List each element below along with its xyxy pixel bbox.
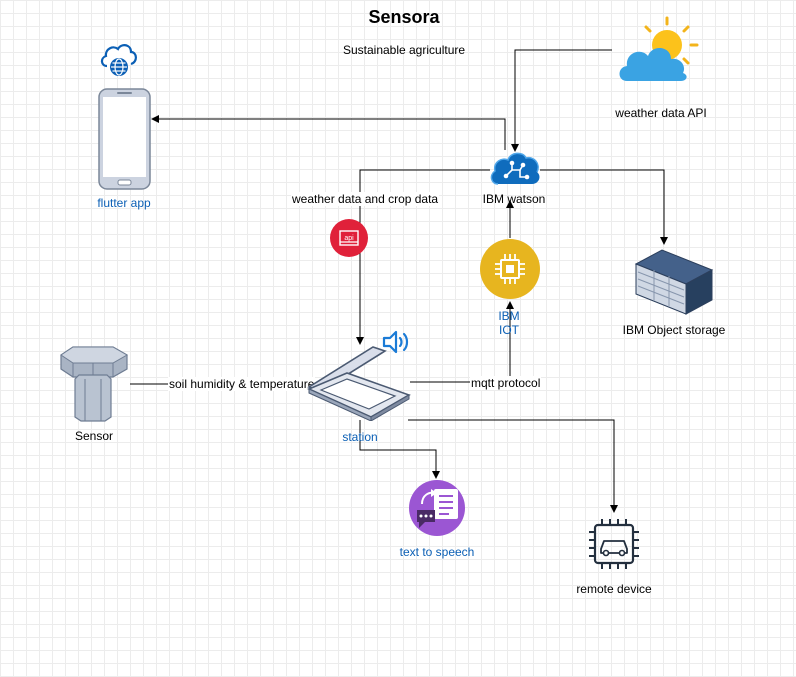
phone-icon <box>98 88 151 190</box>
edge-watson-to-station <box>356 169 490 345</box>
ibm-object-storage-label: IBM Object storage <box>622 323 726 337</box>
edge-watson-to-storage <box>540 169 668 245</box>
api-badge-text: api <box>344 235 354 242</box>
remote-device-label: remote device <box>576 582 652 596</box>
text-to-speech-label: text to speech <box>399 545 475 559</box>
edge-watson-to-flutter <box>151 115 506 150</box>
edge-label-soil: soil humidity & temperature <box>168 377 316 391</box>
cloud-globe-icon <box>98 40 140 78</box>
edge-station-to-iot <box>410 301 514 383</box>
ibm-watson-label: IBM watson <box>482 192 546 206</box>
storage-array-icon <box>634 246 714 316</box>
edge-station-to-remote <box>408 419 618 513</box>
ibm-iot-label: IBM IOT <box>498 309 520 337</box>
azure-cognitive-icon <box>489 150 541 186</box>
weather-api-label: weather data API <box>615 106 707 120</box>
api-icon: api <box>330 219 368 257</box>
chip-icon <box>480 239 540 299</box>
edge-label-mqtt: mqtt protocol <box>470 376 542 390</box>
diagram-subtitle: Sustainable agriculture <box>342 43 466 57</box>
bolt-sensor-icon <box>57 345 130 423</box>
sensor-label: Sensor <box>74 429 114 443</box>
station-label: station <box>342 430 378 444</box>
sun-cloud-icon <box>617 15 702 85</box>
edge-weather-to-watson <box>511 49 612 152</box>
scanner-icon <box>307 343 411 421</box>
flutter-app-label: flutter app <box>97 196 151 210</box>
speaker-icon <box>381 329 411 355</box>
speech-document-icon <box>409 480 465 536</box>
diagram-title: Sensora <box>368 7 440 27</box>
edge-station-to-tts <box>359 420 440 479</box>
car-chip-icon <box>588 518 640 570</box>
edge-label-weather-crop: weather data and crop data <box>291 192 440 206</box>
